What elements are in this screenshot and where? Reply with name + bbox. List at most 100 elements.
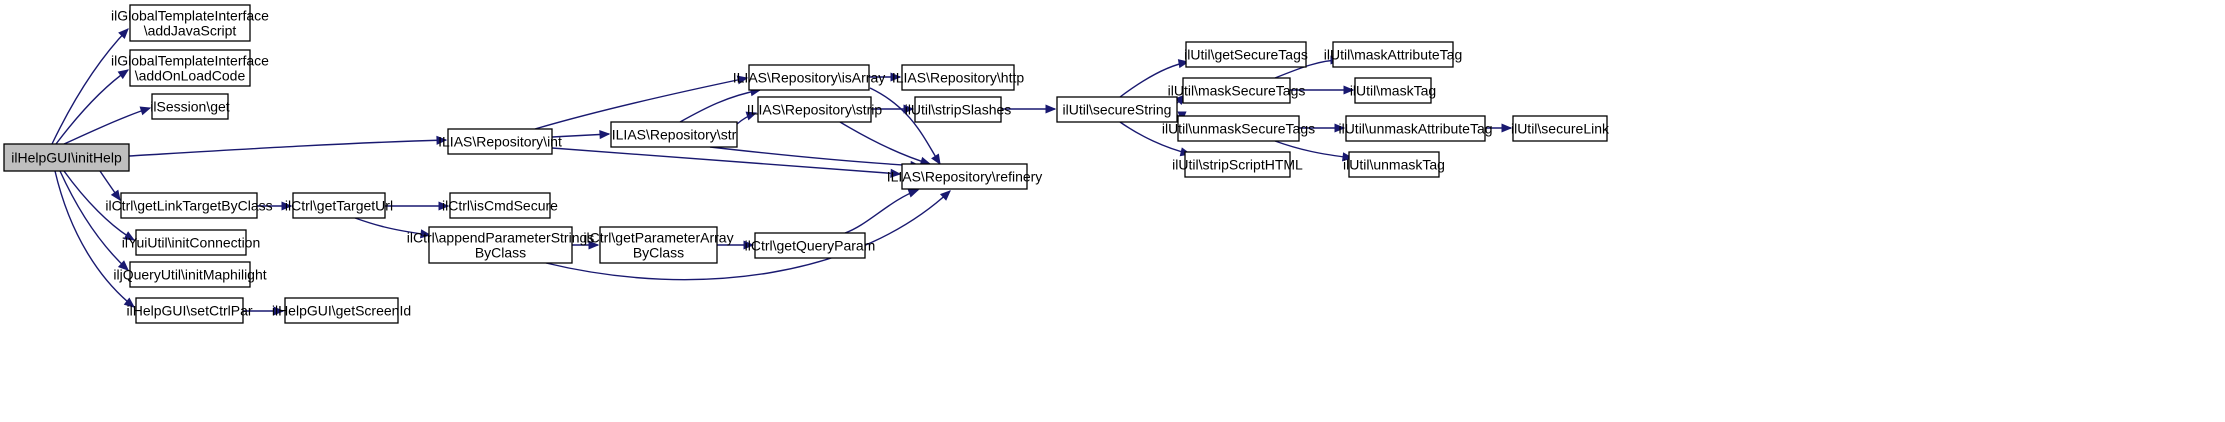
node-box[interactable] — [428, 226, 573, 264]
node-box[interactable] — [1348, 151, 1440, 178]
node-box[interactable] — [292, 192, 386, 219]
edge-repoStr-to-repoStrip — [736, 111, 758, 125]
edge-getTargetUrl-to-isCmdSecure — [385, 201, 450, 211]
edge-root-to-setCtrlPar — [54, 170, 136, 308]
node-root[interactable]: ilHelpGUI\initHelp — [3, 143, 130, 172]
node-box[interactable] — [1354, 77, 1432, 104]
node-label: ilHelpGUI\setCtrlPar — [126, 303, 252, 319]
node-box[interactable] — [120, 192, 258, 219]
node-box[interactable] — [1056, 96, 1178, 123]
node-getLinkTarget[interactable]: ilCtrl\getLinkTargetByClass — [105, 192, 273, 219]
node-box[interactable] — [1177, 115, 1300, 142]
node-addOnLoad[interactable]: ilGlobalTemplateInterface\addOnLoadCode — [111, 49, 269, 87]
node-box[interactable] — [129, 4, 251, 42]
node-label: ilCtrl\isCmdSecure — [442, 198, 558, 214]
node-setCtrlPar[interactable]: ilHelpGUI\setCtrlPar — [126, 297, 253, 324]
node-box[interactable] — [1512, 115, 1608, 142]
node-repoStrip[interactable]: ILIAS\Repository\strip — [747, 96, 883, 123]
node-label: ilHelpGUI\getScreenId — [272, 303, 411, 319]
node-box[interactable] — [129, 261, 251, 288]
edge-arrowhead — [436, 135, 448, 145]
node-label: ilUtil\secureLink — [1511, 121, 1610, 137]
edge-repoInt-to-repoIsArray — [534, 75, 749, 130]
edge-arrowhead — [599, 130, 611, 140]
edge-arrowhead — [273, 306, 285, 316]
edge-unmaskAttributeTag-to-secureLink — [1484, 123, 1513, 133]
node-box[interactable] — [447, 128, 553, 155]
edge-repoStr-to-repoRefinery — [709, 146, 922, 171]
edge-repoIsArray-to-repoRefinery — [869, 87, 941, 166]
node-getScreenId[interactable]: ilHelpGUI\getScreenId — [272, 297, 411, 324]
edge-arrowhead — [117, 69, 130, 80]
edge-line — [679, 89, 761, 123]
node-stripSlashes[interactable]: ilUtil\stripSlashes — [905, 96, 1012, 123]
node-maskAttributeTag[interactable]: ilUtil\maskAttributeTag — [1324, 41, 1463, 68]
node-secureLink[interactable]: ilUtil\secureLink — [1511, 115, 1610, 142]
node-jqInit[interactable]: iljQueryUtil\initMaphilight — [113, 261, 267, 288]
node-label: ILIAS\Repository\http — [892, 70, 1025, 86]
node-maskTag[interactable]: ilUtil\maskTag — [1350, 77, 1436, 104]
node-getTargetUrl[interactable]: ilCtrl\getTargetUrl — [285, 192, 393, 219]
node-unmaskAttributeTag[interactable]: ilUtil\unmaskAttributeTag — [1338, 115, 1493, 142]
node-label: ByClass — [633, 245, 684, 261]
node-box[interactable] — [748, 64, 870, 91]
node-unmaskTag[interactable]: ilUtil\unmaskTag — [1343, 151, 1445, 178]
node-addJS[interactable]: ilGlobalTemplateInterface\addJavaScript — [111, 4, 269, 42]
node-label: ilCtrl\getParameterArray — [583, 230, 733, 246]
node-box[interactable] — [129, 49, 251, 87]
node-box[interactable] — [135, 297, 244, 324]
node-repoHttp[interactable]: ILIAS\Repository\http — [892, 64, 1025, 91]
node-box[interactable] — [599, 226, 718, 264]
node-box[interactable] — [610, 121, 738, 148]
node-unmaskSecureTags[interactable]: ilUtil\unmaskSecureTags — [1162, 115, 1315, 142]
edge-repoInt-to-repoRefinery — [551, 147, 902, 178]
node-isCmdSecure[interactable]: ilCtrl\isCmdSecure — [442, 192, 558, 219]
node-box[interactable] — [449, 192, 551, 219]
edge-line — [844, 189, 919, 234]
node-label: ILIAS\Repository\strip — [747, 102, 883, 118]
node-box[interactable] — [754, 232, 866, 259]
edge-arrowhead — [903, 104, 915, 114]
edge-arrowhead — [745, 111, 758, 121]
node-label: ilYuiUtil\initConnection — [122, 235, 261, 251]
edge-arrowhead — [1334, 123, 1346, 133]
edge-getLinkTarget-to-getTargetUrl — [257, 201, 293, 211]
node-box[interactable] — [151, 93, 229, 120]
node-box[interactable] — [1185, 41, 1307, 68]
edge-arrowhead — [110, 189, 121, 202]
node-getSecureTags[interactable]: ilUtil\getSecureTags — [1184, 41, 1308, 68]
node-box[interactable] — [284, 297, 399, 324]
node-label: ilUtil\maskAttributeTag — [1324, 47, 1463, 63]
node-maskSecureTags[interactable]: ilUtil\maskSecureTags — [1168, 77, 1306, 104]
node-repoInt[interactable]: ILIAS\Repository\int — [438, 128, 562, 155]
node-box[interactable] — [1184, 151, 1291, 178]
node-box[interactable] — [901, 64, 1015, 91]
node-box[interactable] — [3, 143, 130, 172]
edge-line — [545, 190, 951, 281]
node-box[interactable] — [1182, 77, 1291, 104]
node-repoStr[interactable]: ILIAS\Repository\str — [610, 121, 738, 148]
node-secureString[interactable]: ilUtil\secureString — [1056, 96, 1178, 123]
node-box[interactable] — [757, 96, 872, 123]
node-box[interactable] — [901, 163, 1028, 190]
node-stripScriptHTML[interactable]: ilUtil\stripScriptHTML — [1172, 151, 1303, 178]
edges-layer — [51, 28, 1513, 316]
edge-repoStrip-to-repoRefinery — [839, 121, 932, 166]
node-box[interactable] — [135, 229, 247, 256]
node-box[interactable] — [1345, 115, 1486, 142]
node-box[interactable] — [914, 96, 1002, 123]
edge-getQueryParam-to-repoRefinery — [844, 188, 920, 234]
edge-getTargetUrl-to-appendParam — [354, 217, 432, 239]
node-label: ilCtrl\getQueryParam — [745, 238, 876, 254]
node-repoIsArray[interactable]: ILIAS\Repository\isArray — [733, 64, 886, 91]
node-sessGet[interactable]: ilSession\get — [150, 93, 230, 120]
edge-arrowhead — [1045, 104, 1057, 114]
node-box[interactable] — [1332, 41, 1454, 68]
node-getQueryParam[interactable]: ilCtrl\getQueryParam — [745, 232, 876, 259]
node-yuiInit[interactable]: ilYuiUtil\initConnection — [122, 229, 261, 256]
node-repoRefinery[interactable]: ILIAS\Repository\refinery — [887, 163, 1043, 190]
edge-arrowhead — [743, 240, 755, 250]
